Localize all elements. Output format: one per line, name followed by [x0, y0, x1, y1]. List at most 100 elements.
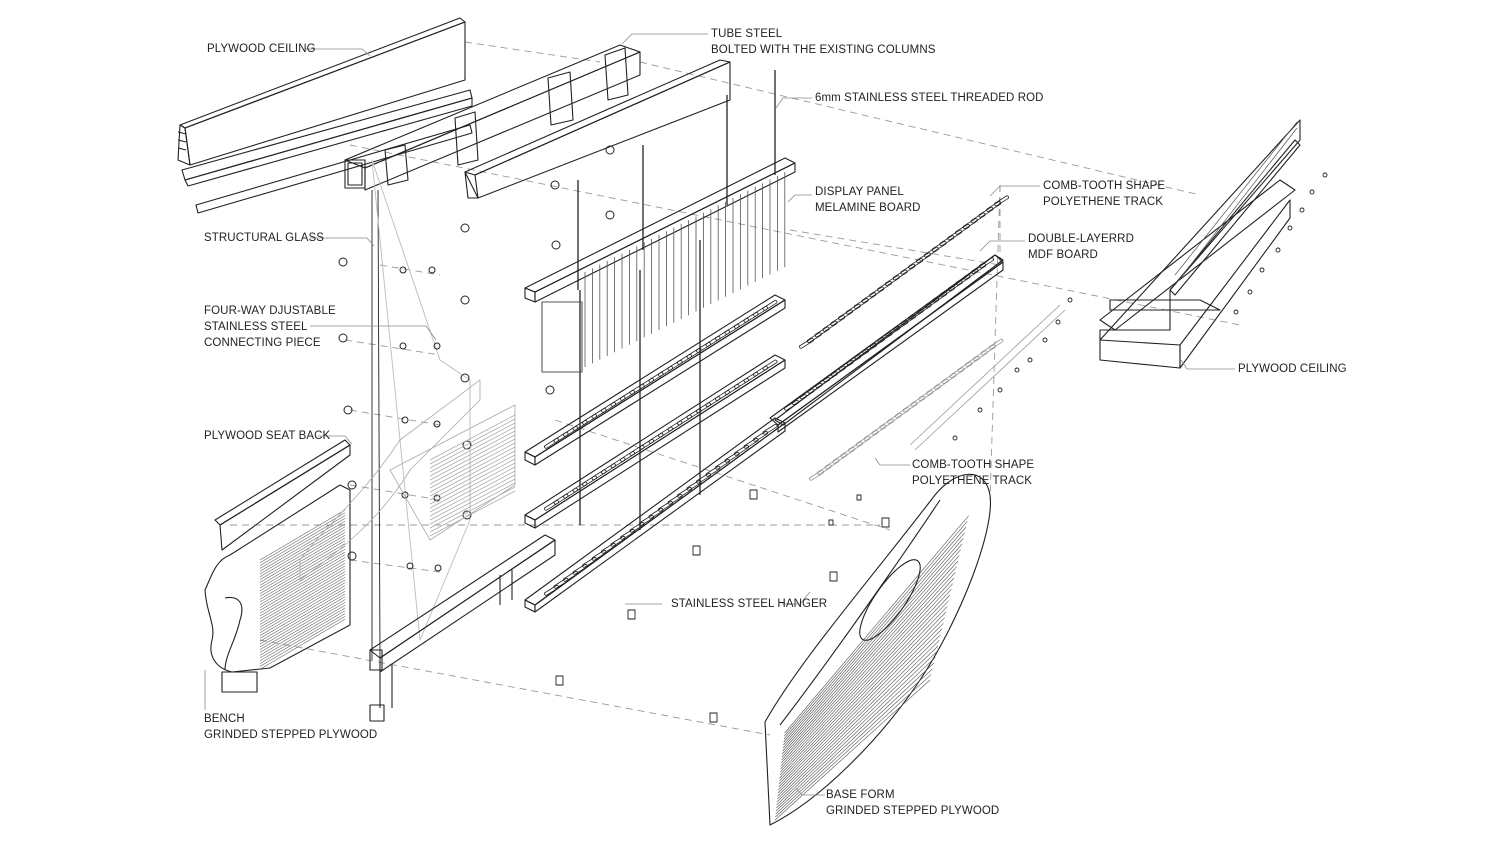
bench-layer	[259, 557, 346, 608]
comb-slot	[799, 337, 814, 349]
bench-layer	[259, 537, 346, 589]
comb-slot	[610, 457, 626, 468]
seat-layer	[429, 474, 516, 521]
base-layer	[781, 560, 959, 758]
bench-layer	[259, 529, 346, 580]
comb-slot	[822, 320, 838, 332]
comb-slot	[648, 371, 664, 383]
comb-slot	[743, 437, 759, 449]
comb-slot	[572, 419, 588, 431]
bench-layer	[259, 540, 346, 592]
comb-slot	[908, 258, 924, 269]
bench-layer	[259, 576, 346, 628]
comb-slot	[715, 458, 730, 470]
bench-layer	[259, 571, 346, 622]
label-line: TUBE STEEL	[711, 28, 783, 40]
comb-slot	[832, 452, 848, 464]
comb-slot	[724, 323, 740, 335]
comb-slot	[887, 412, 902, 424]
comb-slot	[879, 418, 895, 430]
structural-glass	[371, 159, 471, 661]
bench-layer	[259, 543, 346, 594]
bench-layer	[259, 610, 346, 662]
comb-slot	[949, 367, 965, 379]
comb-slot	[544, 499, 559, 511]
comb-slot	[848, 441, 863, 453]
label-line: STRUCTURAL GLASS	[204, 232, 325, 244]
comb-slot	[734, 317, 749, 329]
bench-layer	[259, 590, 346, 642]
base-layer	[782, 555, 960, 755]
comb-slot	[963, 268, 979, 280]
seat-layer	[429, 414, 516, 461]
base-layer	[775, 674, 932, 818]
label-base-form: BASE FORM GRINDED STEPPED PLYWOOD	[826, 787, 999, 819]
comb-slot	[823, 371, 838, 383]
comb-slot	[620, 528, 635, 540]
comb-slot	[553, 493, 569, 505]
base-layer	[779, 606, 948, 782]
bench-layer	[259, 579, 346, 631]
comb-slot	[753, 305, 768, 317]
base-layer	[782, 543, 963, 749]
shelf-1	[524, 294, 786, 466]
base-layer	[778, 617, 945, 788]
display-panel	[524, 157, 796, 373]
comb-slot	[715, 390, 730, 401]
comb-slot	[762, 423, 778, 435]
base-layer	[778, 611, 947, 785]
comb-slot	[947, 280, 963, 291]
comb-slot	[816, 464, 832, 475]
comb-slot	[696, 402, 711, 414]
seat-layer	[429, 490, 516, 537]
bench-layer	[259, 520, 346, 572]
comb-slot	[667, 420, 683, 432]
comb-slot	[753, 430, 768, 442]
comb-slot	[941, 373, 957, 384]
bench-layer	[259, 551, 346, 603]
comb-slot	[799, 388, 815, 400]
label-line: PLYWOOD CEILING	[1238, 363, 1347, 375]
label-line: POLYETHENE TRACK	[912, 475, 1033, 487]
base-layer	[776, 651, 937, 806]
bench-layer	[259, 509, 346, 561]
comb-slot	[686, 408, 702, 420]
comb-slot	[734, 377, 749, 389]
bench-layer	[259, 613, 346, 664]
comb-slot	[815, 377, 831, 388]
label-line: GRINDED STEPPED PLYWOOD	[826, 805, 1000, 817]
seat-layer	[429, 486, 516, 533]
base-layer	[776, 645, 939, 803]
comb-slot	[762, 359, 778, 371]
mdf-board	[769, 254, 1004, 433]
comb-slot	[877, 280, 892, 292]
comb-slot	[939, 235, 955, 247]
comb-slot	[753, 365, 768, 377]
label-line: COMB-TOOTH SHAPE	[1043, 180, 1166, 192]
seat-layer	[429, 438, 516, 485]
bench-layer	[259, 562, 346, 614]
comb-slot	[734, 444, 749, 456]
comb-slot	[980, 344, 996, 356]
comb-slot	[884, 275, 900, 286]
base-layer	[777, 640, 940, 800]
seat-layer	[429, 446, 516, 493]
comb-slot	[563, 487, 578, 499]
comb-slot	[869, 286, 885, 298]
comb-slot	[553, 431, 569, 443]
comb-slot	[830, 315, 846, 326]
comb-slot	[871, 424, 887, 436]
base-layer	[779, 600, 949, 779]
base-form	[764, 473, 992, 826]
comb-slot	[926, 384, 941, 396]
bench-layer	[259, 532, 346, 583]
comb-slot	[854, 348, 870, 360]
bench-layer	[259, 548, 346, 600]
comb-slot	[855, 435, 871, 447]
label-line: GRINDED STEPPED PLYWOOD	[204, 729, 378, 741]
comb-slot	[846, 354, 862, 366]
bench-layer	[259, 568, 346, 620]
label-line: PLYWOOD SEAT BACK	[204, 430, 331, 442]
comb-slot	[686, 479, 702, 491]
